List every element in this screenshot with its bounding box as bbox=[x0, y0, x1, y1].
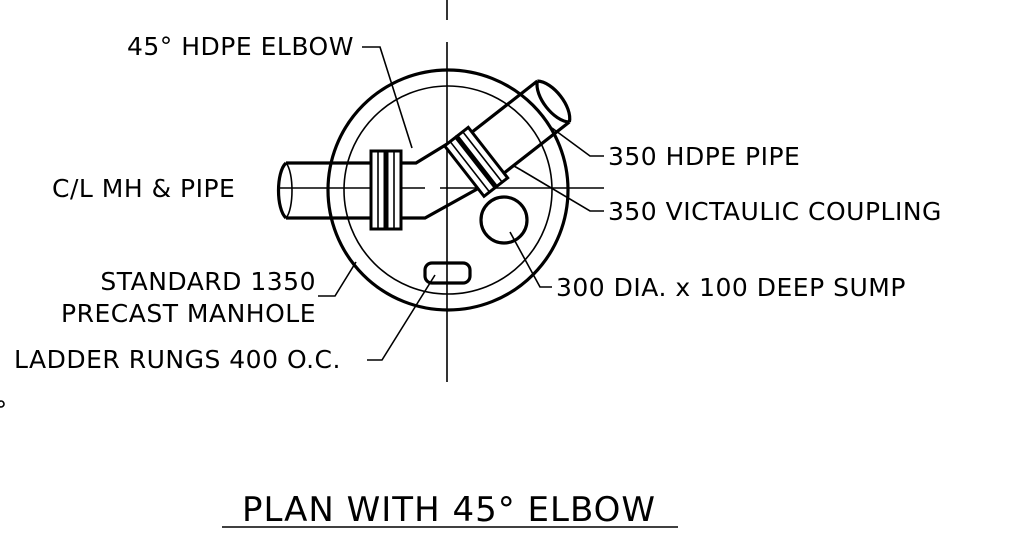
edge-mark bbox=[0, 400, 5, 408]
label-ladder: LADDER RUNGS 400 O.C. bbox=[14, 345, 341, 374]
label-elbow: 45° HDPE ELBOW bbox=[127, 32, 354, 61]
angled-pipe-assembly bbox=[442, 79, 572, 199]
sump-circle bbox=[479, 195, 529, 245]
label-centerline: C/L MH & PIPE bbox=[52, 174, 235, 203]
label-pipe: 350 HDPE PIPE bbox=[608, 142, 800, 171]
manhole-inner-wall bbox=[343, 85, 553, 295]
ladder-rung bbox=[423, 261, 472, 285]
label-coupling: 350 VICTAULIC COUPLING bbox=[608, 197, 942, 226]
label-manhole-line2: PRECAST MANHOLE bbox=[61, 299, 316, 328]
drawing-title: PLAN WITH 45° ELBOW bbox=[242, 490, 656, 530]
leader-lines bbox=[318, 46, 604, 361]
label-manhole-line1: STANDARD 1350 bbox=[100, 267, 316, 296]
victaulic-coupling-horizontal bbox=[369, 149, 403, 231]
label-sump: 300 DIA. x 100 DEEP SUMP bbox=[556, 273, 906, 302]
manhole-outer-wall bbox=[326, 68, 570, 312]
